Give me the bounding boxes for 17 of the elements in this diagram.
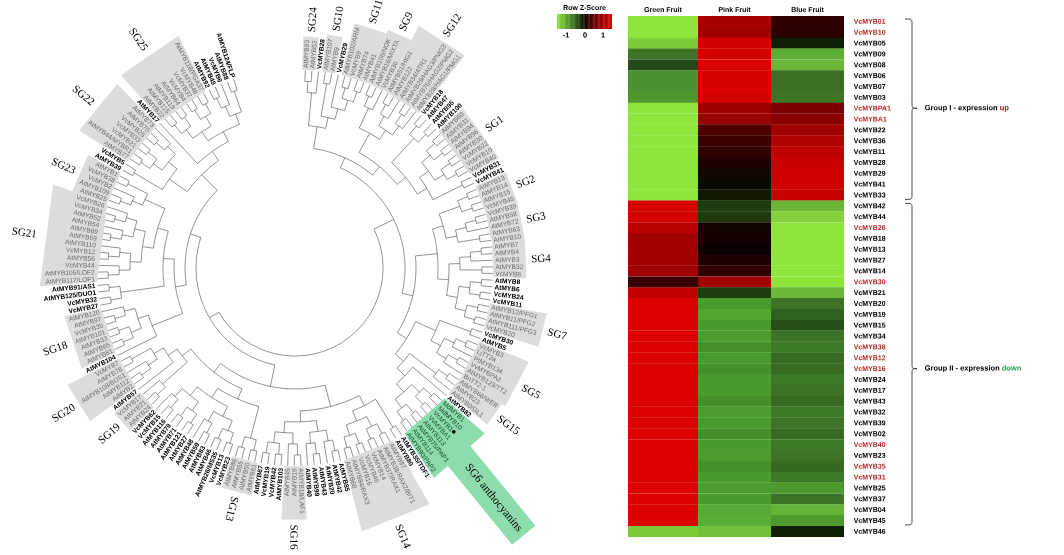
subgroup-label: SG13 [225,496,239,521]
subgroup-label: SG2 [516,175,536,188]
subgroup-label: SG18 [43,341,68,356]
subgroup-label: SG4 [531,254,551,263]
subgroup-label: SG5 [521,384,541,399]
subgroup-label: SG1 [485,116,504,132]
subgroup-label: SG10 [332,6,344,31]
subgroup-label: SG7 [547,328,568,339]
subgroup-label: SG3 [526,212,546,223]
subgroup-label: SG16 [290,525,298,550]
subgroup-label: SG23 [51,158,76,174]
subgroup-label: SG21 [12,227,36,238]
subgroup-label: SG24 [307,7,317,32]
subgroup-label: SG20 [52,404,75,422]
subgroup-label: SG9 [399,12,413,31]
subgroup-label: SG14 [395,524,411,549]
subgroup-label: SG11 [369,0,383,24]
